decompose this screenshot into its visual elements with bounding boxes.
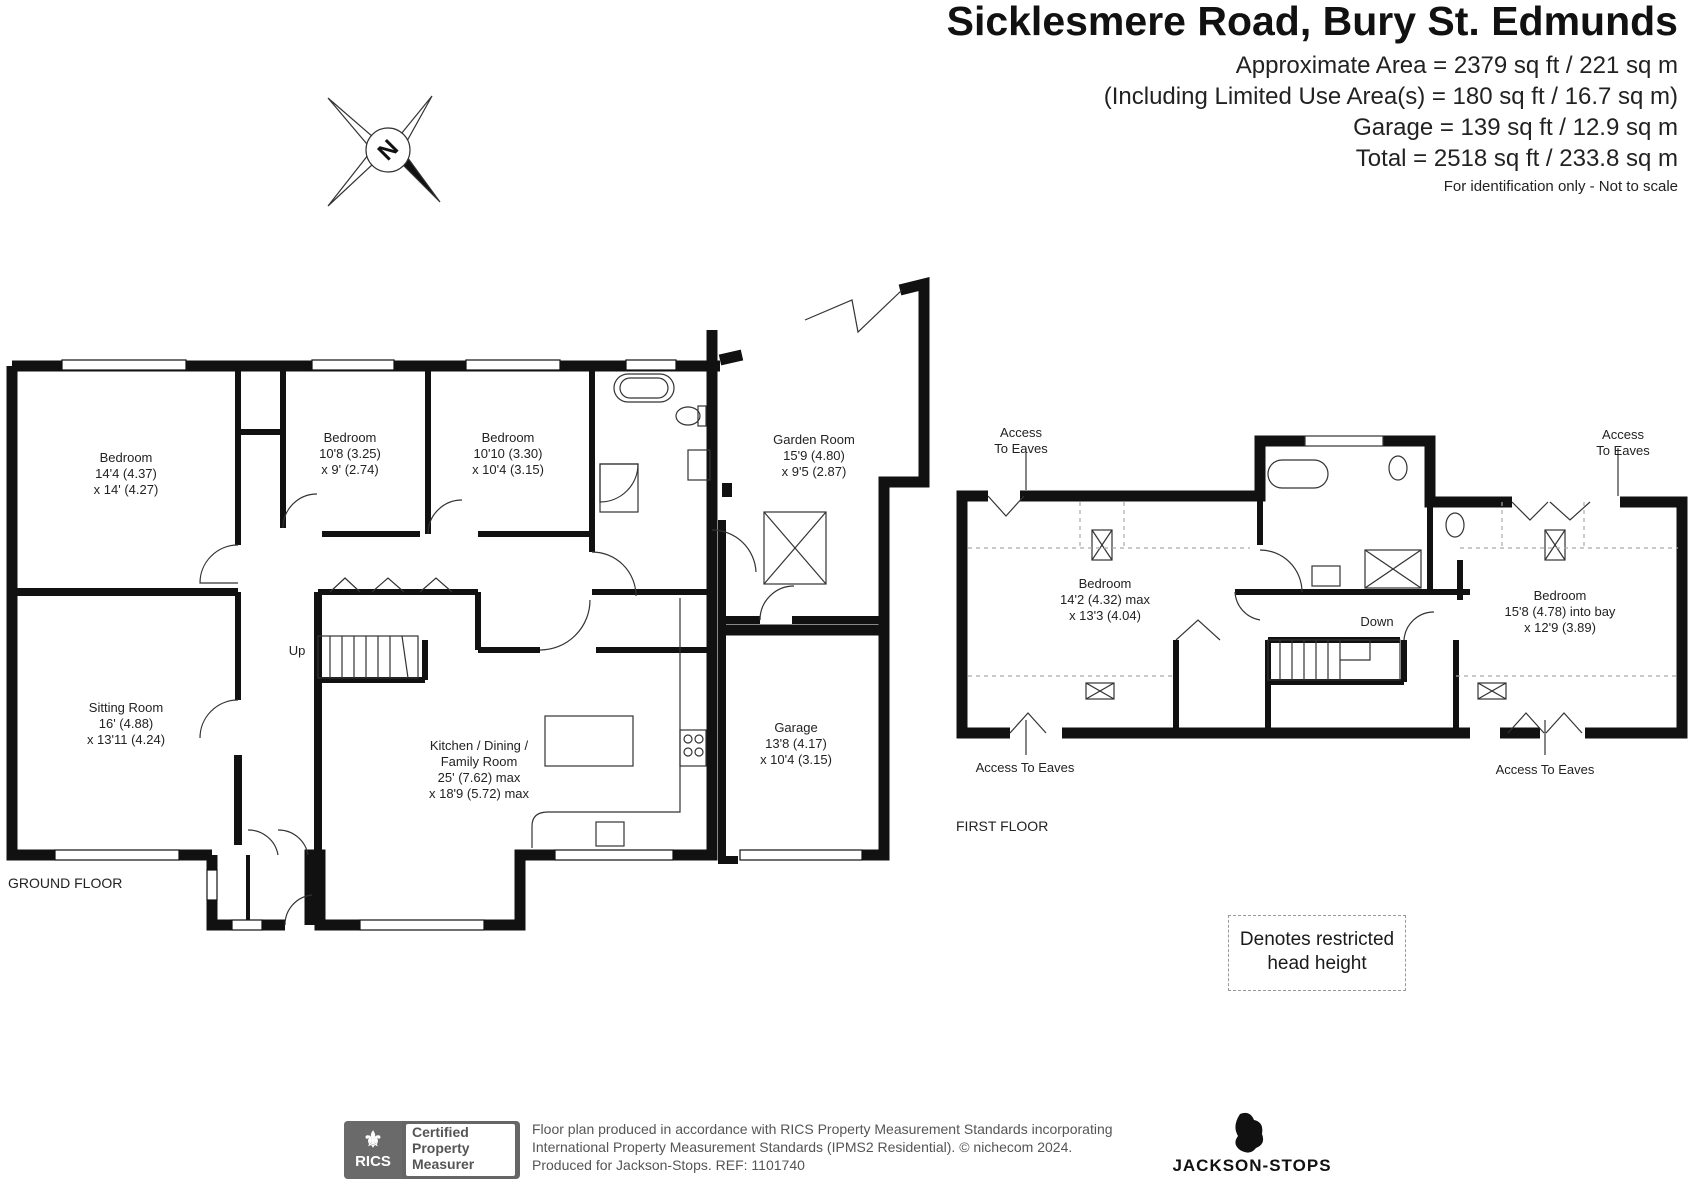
- rics-card: Certified Property Measurer: [406, 1124, 515, 1176]
- compass-icon: N: [327, 95, 441, 207]
- footer-line: Floor plan produced in accordance with R…: [532, 1121, 1113, 1137]
- jackson-stops-logo-icon: [1235, 1112, 1264, 1153]
- area-summary: Approximate Area = 2379 sq ft / 221 sq m…: [1104, 50, 1678, 174]
- eaves-access-label: Access To Eaves: [1495, 762, 1595, 777]
- area-line: Garage = 139 sq ft / 12.9 sq m: [1353, 114, 1678, 141]
- restricted-head-height-lines: [968, 502, 1678, 677]
- eaves-access-label: Access To Eaves: [975, 760, 1075, 775]
- stairs-down-label: Down: [1360, 614, 1394, 629]
- not-to-scale-note: For identification only - Not to scale: [1443, 178, 1678, 195]
- jackson-stops-logo: JACKSON-STOPS: [1167, 1152, 1337, 1176]
- ground-floor-walls: [6, 276, 930, 931]
- legend-line: Denotes restricted: [1239, 929, 1395, 950]
- rics-certified-badge: ⚜ RICS Certified Property Measurer: [344, 1121, 520, 1179]
- rics-card-line: Measurer: [412, 1156, 475, 1172]
- first-floor-fixtures: [987, 435, 1619, 755]
- ground-floor-windows: [54, 359, 863, 931]
- first-floor-label: FIRST FLOOR: [956, 818, 1049, 834]
- rics-card-line: Certified: [412, 1124, 469, 1140]
- restricted-head-height-legend: Denotes restricted head height: [1228, 915, 1406, 991]
- rics-logo-icon: ⚜ RICS: [344, 1121, 402, 1179]
- area-line: (Including Limited Use Area(s) = 180 sq …: [1103, 83, 1678, 110]
- rics-badge-text: RICS: [355, 1153, 391, 1170]
- first-floor-internal: [1173, 496, 1470, 733]
- property-title: Sicklesmere Road, Bury St. Edmunds: [946, 0, 1678, 44]
- ground-floor-fixtures: [199, 289, 903, 926]
- footer-line: International Property Measurement Stand…: [532, 1139, 1073, 1155]
- ground-floor-label: GROUND FLOOR: [8, 875, 123, 891]
- footer-line: Produced for Jackson-Stops. REF: 1101740: [532, 1157, 805, 1173]
- area-line: Total = 2518 sq ft / 233.8 sq m: [1355, 145, 1678, 172]
- brand-name: JACKSON-STOPS: [1172, 1156, 1332, 1175]
- area-line: Approximate Area = 2379 sq ft / 221 sq m: [1235, 52, 1678, 79]
- stairs-up-label: Up: [288, 643, 306, 658]
- legend-line: head height: [1267, 953, 1367, 974]
- footer-credits: Floor plan produced in accordance with R…: [532, 1120, 1113, 1174]
- rics-card-line: Property: [412, 1140, 470, 1156]
